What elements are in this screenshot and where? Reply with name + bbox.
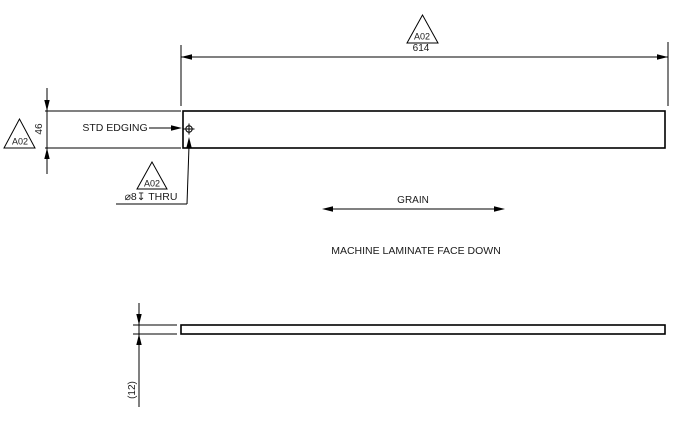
edge-marker-triangle-icon bbox=[136, 160, 168, 190]
arrowhead-down-icon bbox=[44, 100, 50, 111]
leader-line bbox=[186, 145, 190, 205]
front-view bbox=[3, 13, 669, 212]
process-note-label: MACHINE LAMINATE FACE DOWN bbox=[331, 244, 501, 257]
edge-marker-triangle-icon bbox=[406, 13, 439, 44]
grain-label: GRAIN bbox=[397, 195, 429, 206]
side-view bbox=[133, 303, 666, 407]
arrowhead-right-icon bbox=[657, 54, 668, 60]
arrowhead-left-icon bbox=[181, 54, 192, 60]
hole-note-label: ⌀8↧ THRU bbox=[124, 190, 178, 203]
grain-direction-arrow-icon bbox=[322, 206, 505, 212]
width-dimension-value: 46 bbox=[34, 123, 45, 135]
hole-marker-label: A02 bbox=[143, 178, 161, 189]
length-marker-label: A02 bbox=[413, 31, 431, 42]
hole-center-mark-icon bbox=[183, 123, 195, 135]
edge-note-label: STD EDGING bbox=[82, 121, 148, 134]
width-marker-label: A02 bbox=[11, 136, 29, 147]
arrowhead-down-icon bbox=[136, 314, 142, 325]
length-dimension bbox=[180, 13, 669, 106]
arrowhead-up-icon bbox=[136, 334, 142, 345]
edge-marker-triangle-icon bbox=[3, 117, 36, 149]
hole-callout bbox=[116, 137, 192, 205]
length-dimension-value: 614 bbox=[412, 43, 430, 54]
width-dimension bbox=[3, 88, 181, 174]
arrowhead-right-icon bbox=[171, 125, 182, 131]
thickness-dimension-value: (12) bbox=[127, 381, 138, 399]
thickness-dimension bbox=[133, 303, 177, 407]
part-side-outline bbox=[180, 324, 666, 335]
part-front-outline bbox=[182, 110, 666, 149]
arrowhead-up-icon bbox=[44, 148, 50, 159]
edge-note-leader bbox=[149, 125, 182, 131]
arrowhead-up-icon bbox=[186, 137, 192, 148]
